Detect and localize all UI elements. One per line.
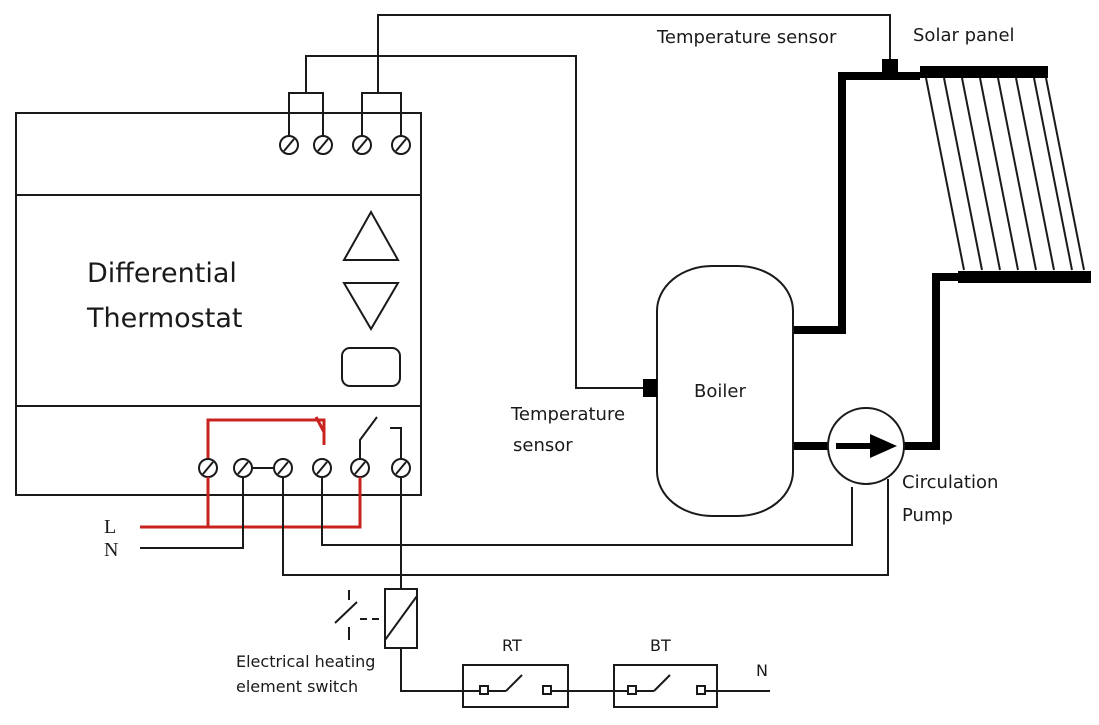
terminal [352,135,372,155]
boiler-sensor-label-line2: sensor [513,435,573,456]
boiler-temperature-sensor [643,379,657,397]
thermostat-title-line2: Thermostat [86,303,242,334]
top-terminals [279,135,411,155]
boiler: Boiler Temperature sensor [510,265,794,517]
set-button[interactable] [341,347,401,387]
down-arrow-button[interactable] [342,282,400,331]
solar-panel-label: Solar panel [913,25,1015,46]
rt-thermostat: RT [462,636,569,708]
return-pipe [904,273,960,450]
pump-live-wire [321,477,853,546]
heating-switch-label-line1: Electrical heating [236,652,375,671]
terminal [391,135,411,155]
heating-element-switch: Electrical heating element switch [236,588,418,696]
neutral-wire [140,477,244,549]
terminal [313,135,333,155]
pump-neutral-wire [282,477,889,576]
terminal [312,458,332,478]
terminal [198,458,218,478]
terminal [279,135,299,155]
solar-panel: Solar panel [913,25,1091,283]
sensor-jumpers [288,14,891,389]
line-L-label: L [104,516,116,538]
panel-temperature-sensor [882,59,898,73]
terminal [391,458,411,478]
pump-label-line2: Pump [902,505,953,526]
circulation-pump: Circulation Pump [827,407,998,526]
up-arrow-button[interactable] [342,209,400,261]
differential-thermostat: Differential Thermostat [15,112,422,496]
pump-label-line1: Circulation [902,472,998,493]
flow-pipe [793,72,920,334]
thermostat-housing [15,112,422,496]
terminal [233,458,253,478]
line-N-label: N [104,539,118,561]
live-wire [140,477,362,529]
boiler-label: Boiler [694,381,746,402]
supply-wiring: L N [104,477,889,692]
pump-arrow-icon [870,434,897,458]
terminal [350,458,370,478]
rt-label: RT [502,636,522,655]
boiler-sensor-label-line1: Temperature [510,404,625,425]
terminal [273,458,293,478]
wire-to-panel-sensor [377,14,891,93]
heating-switch-label-line2: element switch [236,677,358,696]
wire-to-boiler-sensor [305,55,646,389]
pipework [793,72,960,450]
neutral-end-label: N [756,661,768,680]
panel-sensor-label: Temperature sensor [656,27,837,48]
bt-thermostat: BT [613,636,718,708]
bt-label: BT [650,636,671,655]
bottom-terminals [198,458,411,478]
thermostat-title-line1: Differential [87,258,237,289]
relay-coil [384,588,418,649]
